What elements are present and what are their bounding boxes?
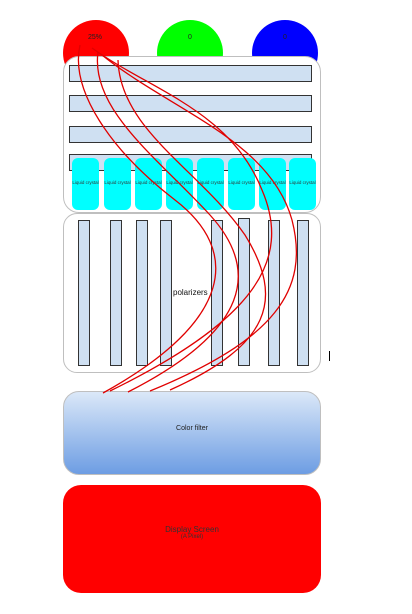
liquid-crystal-label: Liquid crystal <box>166 180 193 185</box>
display-screen-title: Display Screen <box>165 525 219 534</box>
liquid-crystal-label: Liquid crystal <box>72 180 99 185</box>
liquid-crystal-label: Liquid crystal <box>104 180 131 185</box>
glass-layer-3 <box>69 126 312 143</box>
text-cursor <box>329 351 330 361</box>
light-path <box>101 54 298 392</box>
light-path <box>96 51 239 393</box>
liquid-crystal-label: Liquid crystal <box>135 180 162 185</box>
polarizer-strip <box>297 220 309 366</box>
liquid-crystal-label: Liquid crystal <box>259 180 286 185</box>
liquid-crystal-label: Liquid crystal <box>289 180 316 185</box>
polarizer-strip <box>268 220 280 366</box>
light-path <box>77 44 217 394</box>
red-circle-value: 25% <box>87 34 102 41</box>
green-circle-value: 0 <box>188 34 192 41</box>
light-path <box>117 59 267 391</box>
glass-layer-1 <box>69 65 312 82</box>
display-screen-subtitle: (A Pixel) <box>180 534 204 540</box>
liquid-crystal-cell: Liquid crystal <box>259 158 286 210</box>
glass-layer-2 <box>69 95 312 112</box>
liquid-crystal-cell: Liquid crystal <box>135 158 162 210</box>
liquid-crystal-label: Liquid crystal <box>228 180 255 185</box>
polarizers-label: polarizers <box>173 288 208 297</box>
liquid-crystal-cell: Liquid crystal <box>289 158 316 210</box>
liquid-crystal-label: Liquid crystal <box>197 180 224 185</box>
light-path <box>91 47 273 392</box>
liquid-crystal-cell: Liquid crystal <box>197 158 224 210</box>
polarizer-strip <box>160 220 172 366</box>
polarizer-strip <box>110 220 122 366</box>
color-filter-label: Color filter <box>176 425 208 432</box>
display-screen <box>63 485 321 593</box>
polarizer-strip <box>136 220 148 366</box>
polarizer-strip <box>78 220 90 366</box>
blue-circle-value: 0 <box>283 34 287 41</box>
liquid-crystal-cell: Liquid crystal <box>104 158 131 210</box>
liquid-crystal-cell: Liquid crystal <box>72 158 99 210</box>
color-filter <box>63 391 321 475</box>
